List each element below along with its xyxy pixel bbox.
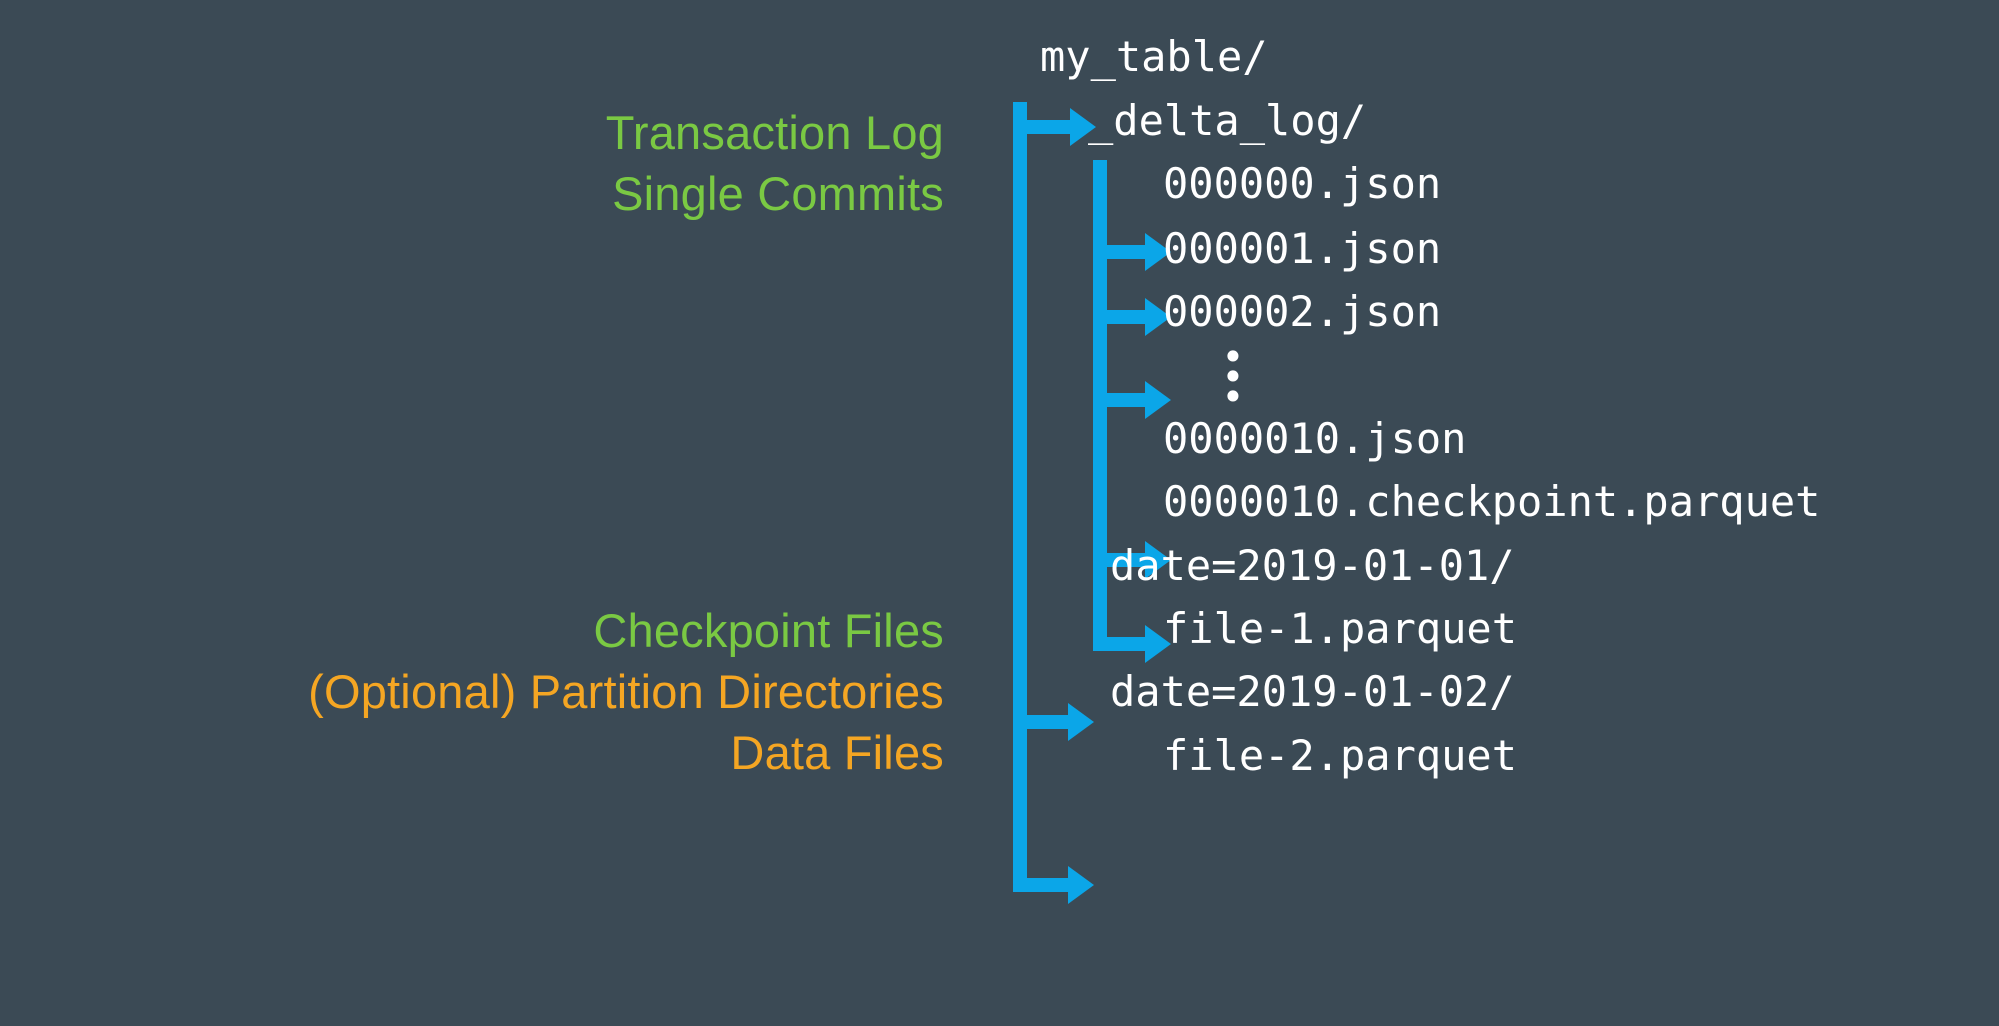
tree-stem-partition-0 bbox=[1013, 715, 1071, 729]
ellipsis-dot-2: • bbox=[1221, 354, 1245, 399]
tree-node-checkpoint: 0000010.checkpoint.parquet bbox=[1163, 477, 1821, 526]
tree-arrowhead-checkpoint bbox=[1145, 625, 1171, 663]
tree-stem-checkpoint bbox=[1093, 637, 1148, 651]
tree-stem-delta-log bbox=[1013, 120, 1073, 134]
tree-stem-partition-1 bbox=[1013, 878, 1071, 892]
tree-arrowhead-delta-log bbox=[1070, 108, 1096, 146]
tree-trunk-outer bbox=[1013, 102, 1027, 892]
ellipsis-dot-1: • bbox=[1221, 335, 1245, 379]
tree-node-partition-1-file: file-2.parquet bbox=[1163, 731, 1518, 780]
tree-node-delta-log-dir: _delta_log/ bbox=[1088, 96, 1367, 145]
tree-arrowhead-partition-1 bbox=[1068, 866, 1094, 904]
tree-stem-commit-2 bbox=[1093, 393, 1148, 407]
tree-stem-commit-last bbox=[1093, 553, 1148, 567]
tree-arrowhead-commit-2 bbox=[1145, 381, 1171, 419]
annotation-transaction-log-line-1: Transaction Log bbox=[605, 106, 944, 159]
tree-node-partition-0-dir: date=2019-01-01/ bbox=[1110, 541, 1515, 590]
tree-arrowhead-partition-0 bbox=[1068, 703, 1094, 741]
tree-node-commit-last: 0000010.json bbox=[1163, 414, 1467, 463]
annotation-transaction-log-line-2: Single Commits bbox=[612, 167, 944, 221]
tree-stem-commit-0 bbox=[1093, 245, 1148, 259]
tree-node-commit-0: 000000.json bbox=[1163, 159, 1442, 208]
tree-stem-commit-1 bbox=[1093, 310, 1148, 324]
tree-arrowhead-commit-0 bbox=[1145, 233, 1171, 271]
annotation-partition-directories: (Optional) Partition Directories bbox=[308, 665, 944, 719]
annotation-group-lower: Checkpoint Files (Optional) Partition Di… bbox=[308, 600, 944, 783]
tree-arrowhead-commit-last bbox=[1145, 541, 1171, 579]
annotation-checkpoint-files: Checkpoint Files bbox=[593, 604, 944, 657]
ellipsis-dot-3: • bbox=[1221, 374, 1245, 419]
tree-node-partition-0-file: file-1.parquet bbox=[1163, 604, 1518, 653]
tree-node-partition-1-dir: date=2019-01-02/ bbox=[1110, 667, 1515, 716]
annotation-transaction-log: Transaction Log Single Commits bbox=[606, 102, 944, 224]
tree-node-commit-2: 000002.json bbox=[1163, 287, 1442, 336]
annotation-data-files: Data Files bbox=[730, 726, 944, 780]
tree-arrowhead-commit-1 bbox=[1145, 298, 1171, 336]
tree-node-ellipsis: • • • bbox=[1213, 335, 1253, 419]
tree-node-root: my_table/ bbox=[1040, 32, 1268, 81]
tree-node-commit-1: 000001.json bbox=[1163, 224, 1442, 273]
